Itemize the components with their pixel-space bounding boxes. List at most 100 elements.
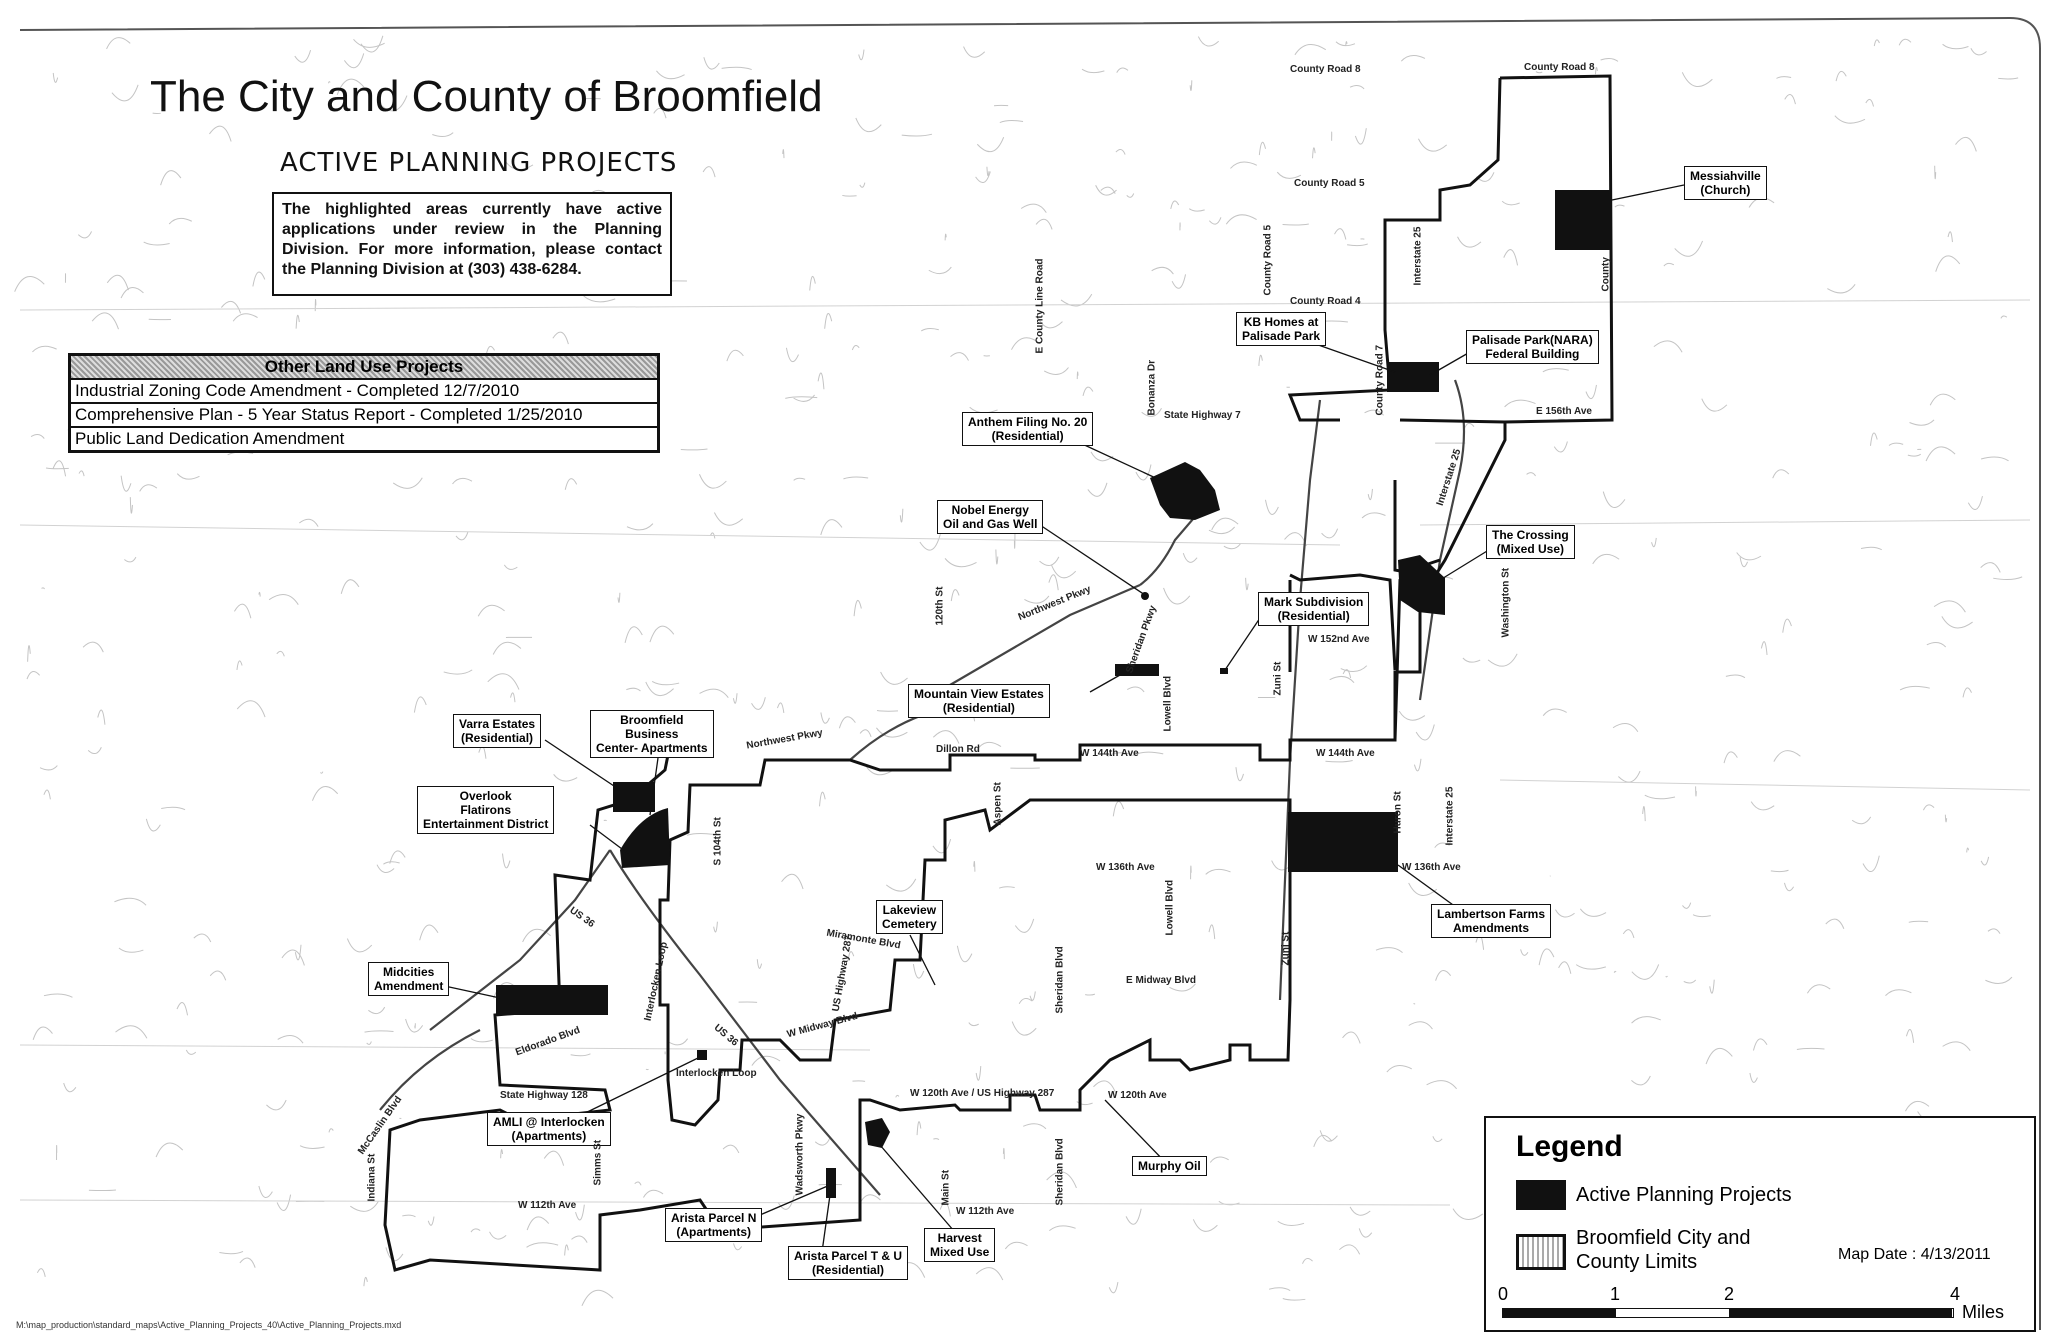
area-midcities: [496, 985, 608, 1015]
area-varra: [613, 782, 655, 812]
map-subtitle: ACTIVE PLANNING PROJECTS: [280, 148, 678, 178]
road-label: Bonanza Dr: [1146, 359, 1158, 416]
road-label: Main St: [940, 1169, 952, 1206]
callout-line: Cemetery: [882, 917, 937, 931]
active-planning-areas: [496, 190, 1612, 1198]
callout-murphy: Murphy Oil: [1132, 1156, 1207, 1176]
callout-varra: Varra Estates(Residential): [453, 714, 542, 748]
scale-units: Miles: [1962, 1302, 2005, 1322]
scale-label-0: 0: [1498, 1284, 1509, 1304]
callout-line: (Residential): [461, 731, 534, 745]
callout-line: AMLI @ Interlocken: [493, 1115, 605, 1129]
legend-limits-label: Broomfield City and County Limits: [1576, 1227, 1751, 1273]
callout-line: Palisade Park: [1242, 329, 1321, 343]
area-amli: [697, 1050, 707, 1060]
scale-label-4: 4: [1950, 1284, 1961, 1304]
road-label: E County Line Road: [1034, 258, 1046, 354]
page-border: [19, 16, 2041, 1330]
road-label: W 144th Ave: [1080, 748, 1139, 759]
area-harvest: [865, 1118, 890, 1148]
road-label: W 112th Ave: [518, 1200, 577, 1211]
callout-line: Messiahville: [1690, 169, 1761, 183]
callout-line: (Residential): [991, 429, 1064, 443]
callout-mountain-view: Mountain View Estates(Residential): [908, 684, 1050, 718]
map-legend: Legend Active Planning Projects Broomfie…: [1484, 1116, 2036, 1332]
area-mark: [1220, 668, 1228, 674]
callout-line: Midcities: [382, 965, 435, 979]
scale-label-1: 1: [1610, 1284, 1621, 1304]
table-row: Industrial Zoning Code Amendment - Compl…: [71, 380, 657, 404]
callout-line: Palisade Park(NARA): [1472, 333, 1593, 347]
road-label: S 104th St: [712, 817, 724, 866]
road-label: Zuni St: [1272, 661, 1284, 696]
road-label: Lowell Blvd: [1162, 675, 1174, 732]
road-label: County Road 5: [1294, 178, 1365, 189]
road-label: W 136th Ave: [1096, 862, 1155, 873]
callout-crossing: The Crossing(Mixed Use): [1486, 525, 1575, 559]
road-label: Wadsworth Pkwy: [794, 1113, 806, 1196]
road-label: W 144th Ave: [1316, 748, 1375, 759]
map-date: Map Date : 4/13/2011: [1838, 1246, 1991, 1263]
callout-anthem: Anthem Filing No. 20(Residential): [962, 412, 1094, 446]
road-label: E 156th Ave: [1536, 406, 1592, 417]
callout-line: KB Homes at: [1243, 315, 1319, 329]
callout-line: Mark Subdivision: [1264, 595, 1364, 609]
legend-title: Legend: [1516, 1130, 1623, 1163]
callout-arista-n: Arista Parcel N(Apartments): [665, 1208, 763, 1242]
road-label: Interlocken Loop: [676, 1068, 757, 1079]
callout-line: (Apartments): [511, 1129, 587, 1143]
callout-line: Overlook: [459, 789, 512, 803]
table-row: Comprehensive Plan - 5 Year Status Repor…: [71, 404, 657, 428]
road-label: E Midway Blvd: [1126, 975, 1197, 986]
road-label: Sheridan Blvd: [1054, 1138, 1066, 1206]
road-label: W 112th Ave: [956, 1206, 1015, 1217]
callout-line: Varra Estates: [459, 717, 536, 731]
callout-line: Amendments: [1453, 921, 1530, 935]
road-label: Indiana St: [366, 1153, 378, 1202]
file-path: M:\map_production\standard_maps\Active_P…: [16, 1320, 402, 1330]
callout-line: Federal Building: [1485, 347, 1580, 361]
callout-line: Harvest: [937, 1231, 982, 1245]
callout-line: Broomfield: [620, 713, 684, 727]
callout-amli: AMLI @ Interlocken(Apartments): [487, 1112, 611, 1146]
callout-line: (Residential): [1277, 609, 1350, 623]
road-label: Aspen St: [992, 782, 1004, 826]
road-label: W 120th Ave / US Highway 287: [910, 1088, 1055, 1099]
area-anthem: [1150, 462, 1220, 520]
city-county-limits: [383, 74, 1614, 1272]
callout-palisade-park: Palisade Park(NARA)Federal Building: [1466, 330, 1599, 364]
callout-line: Mountain View Estates: [914, 687, 1044, 701]
area-lambertson: [1288, 812, 1398, 872]
callout-line: Business: [625, 727, 679, 741]
callout-messiahville: Messiahville(Church): [1684, 166, 1767, 200]
callout-line: (Mixed Use): [1496, 542, 1565, 556]
road-label: Interstate 25: [1444, 786, 1456, 846]
table-row: Public Land Dedication Amendment: [75, 429, 345, 448]
callout-line: (Apartments): [676, 1225, 752, 1239]
callout-line: Nobel Energy: [951, 503, 1029, 517]
callout-line: Arista Parcel N: [671, 1211, 757, 1225]
road-label: 120th St: [934, 586, 946, 626]
road-label: County Road 5: [1262, 224, 1274, 296]
road-label: Lowell Blvd: [1164, 879, 1176, 936]
callout-line: Flatirons: [460, 803, 512, 817]
area-crossing: [1398, 555, 1445, 615]
callout-line: Anthem Filing No. 20: [968, 415, 1088, 429]
legend-limits-swatch: [1516, 1234, 1566, 1270]
road-label: County Road 7: [1374, 344, 1386, 416]
table-header: Other Land Use Projects: [71, 356, 657, 380]
info-note: The highlighted areas currently have act…: [272, 192, 672, 296]
road-label: County Road 8: [1524, 62, 1595, 73]
area-palisade-park: [1387, 362, 1439, 392]
road-label: Interstate 25: [1412, 226, 1424, 286]
map-title: The City and County of Broomfield: [150, 72, 823, 121]
callout-line: Center- Apartments: [596, 741, 708, 755]
